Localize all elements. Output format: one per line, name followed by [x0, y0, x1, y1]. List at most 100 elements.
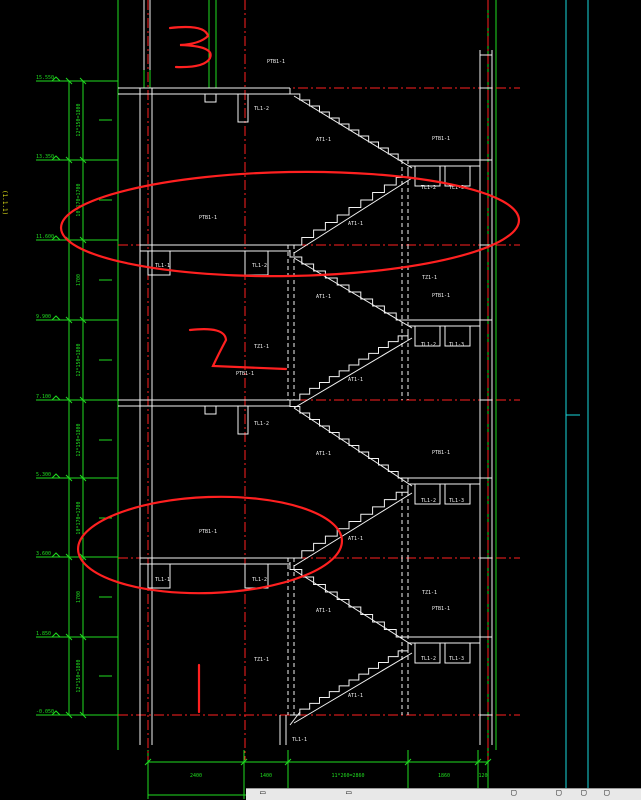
- beam-outline: [444, 326, 471, 347]
- bottom-dim-label: 1400: [260, 773, 272, 779]
- line: [293, 177, 413, 254]
- beam-outline: [444, 484, 471, 505]
- member-label: AT1-1: [348, 693, 363, 699]
- line: [79, 711, 87, 719]
- bottom-dim-label: 2400: [190, 773, 202, 779]
- member-label: PTB1-1: [236, 371, 254, 377]
- white-structure-layer: [118, 0, 493, 745]
- level-symbol: [51, 710, 61, 716]
- beam-outline: [244, 564, 269, 589]
- bottom-dim-label: 120: [478, 773, 487, 779]
- level-symbol: [51, 315, 61, 321]
- level-symbol: [51, 76, 61, 82]
- window-icon[interactable]: ▭: [346, 788, 352, 798]
- window-icon[interactable]: ▭: [260, 788, 266, 798]
- line: [65, 633, 73, 641]
- taskbar-strip: ▭ ▭ ▢ ▢ ▢ ▢: [246, 788, 641, 800]
- member-label: TL1-3: [449, 185, 464, 191]
- level-symbol: [51, 473, 61, 479]
- side-label: (1.1.1): [1, 190, 8, 215]
- line: [293, 492, 413, 567]
- line: [293, 569, 413, 646]
- vertical-dim-label: 12*150=1800: [76, 343, 82, 376]
- level-symbol: [51, 632, 61, 638]
- level-label: 5.300: [36, 472, 51, 478]
- member-label: TL1-1: [292, 737, 307, 743]
- markup-annotations: [59, 25, 521, 714]
- line: [293, 652, 413, 724]
- beam-outline: [147, 251, 171, 276]
- level-symbol: [51, 552, 61, 558]
- member-label: TZ1-1: [254, 657, 269, 663]
- member-label: TL1-1: [155, 263, 170, 269]
- level-label: 1.850: [36, 631, 51, 637]
- line: [240, 758, 248, 766]
- member-label: PTB1-1: [432, 136, 450, 142]
- member-label: PTB1-1: [432, 450, 450, 456]
- level-symbol: [51, 395, 61, 401]
- line: [65, 396, 73, 404]
- vertical-dim-label: 12*150=1800: [76, 103, 82, 136]
- line: [293, 257, 413, 329]
- member-label: TL1-2: [421, 656, 436, 662]
- line: [65, 711, 73, 719]
- stair-flight: [290, 645, 409, 716]
- window-icon[interactable]: ▢: [581, 788, 587, 798]
- level-label: 9.900: [36, 314, 51, 320]
- stair-flight: [289, 250, 408, 321]
- line: [79, 156, 87, 164]
- level-label: 13.350: [36, 154, 54, 160]
- line: [289, 711, 301, 726]
- member-label: TZ1-1: [254, 344, 269, 350]
- beam-outline: [414, 166, 441, 187]
- beam-outline: [444, 643, 471, 664]
- window-icon[interactable]: ▢: [556, 788, 562, 798]
- window-icon[interactable]: ▢: [511, 788, 517, 798]
- level-label: 3.600: [36, 551, 51, 557]
- stair-flight: [290, 170, 409, 246]
- level-symbol: [51, 235, 61, 241]
- member-label: PTB1-1: [432, 606, 450, 612]
- line: [79, 77, 87, 85]
- markup-2: [188, 328, 288, 371]
- vertical-dim-label: 10*170=1700: [76, 183, 82, 216]
- member-label: TL1-2: [252, 577, 267, 583]
- bottom-dimensions: 2400 1400 11*260=2860 1860 120: [190, 773, 488, 779]
- window-icon[interactable]: ▢: [604, 788, 610, 798]
- line: [484, 758, 492, 766]
- line: [65, 316, 73, 324]
- markup-3: [168, 25, 212, 69]
- stair-flight: [290, 485, 409, 559]
- member-label: TL1-2: [254, 106, 269, 112]
- stair-flight: [289, 88, 408, 161]
- member-label: TL1-2: [252, 263, 267, 269]
- stair-flight: [290, 330, 409, 401]
- bottom-dim-label: 1860: [438, 773, 450, 779]
- bottom-dim-label: 11*260=2860: [331, 773, 364, 779]
- line: [65, 77, 73, 85]
- level-symbol: [51, 155, 61, 161]
- vertical-dim-label: 12*150=1800: [76, 659, 82, 692]
- line: [65, 553, 73, 561]
- line: [65, 156, 73, 164]
- member-label: AT1-1: [348, 377, 363, 383]
- level-label: 11.600: [36, 234, 54, 240]
- vertical-dim-label: 12*150=1800: [76, 423, 82, 456]
- beam-outline: [204, 406, 217, 415]
- member-label: TZ1-1: [422, 275, 437, 281]
- member-label: TL1-3: [449, 498, 464, 504]
- member-label: TZ1-1: [422, 590, 437, 596]
- member-label: TL1-2: [421, 498, 436, 504]
- markup-ellipse-upper: [59, 170, 521, 278]
- member-label: TL1-2: [421, 342, 436, 348]
- beam-outline: [414, 643, 441, 664]
- member-label: AT1-1: [316, 137, 331, 143]
- line: [79, 396, 87, 404]
- member-label: TL1-2: [254, 421, 269, 427]
- beam-outline: [237, 94, 249, 123]
- vertical-dim-label: 1700: [76, 591, 82, 603]
- member-label: AT1-1: [316, 608, 331, 614]
- beam-outline: [237, 406, 249, 435]
- member-label: AT1-1: [316, 294, 331, 300]
